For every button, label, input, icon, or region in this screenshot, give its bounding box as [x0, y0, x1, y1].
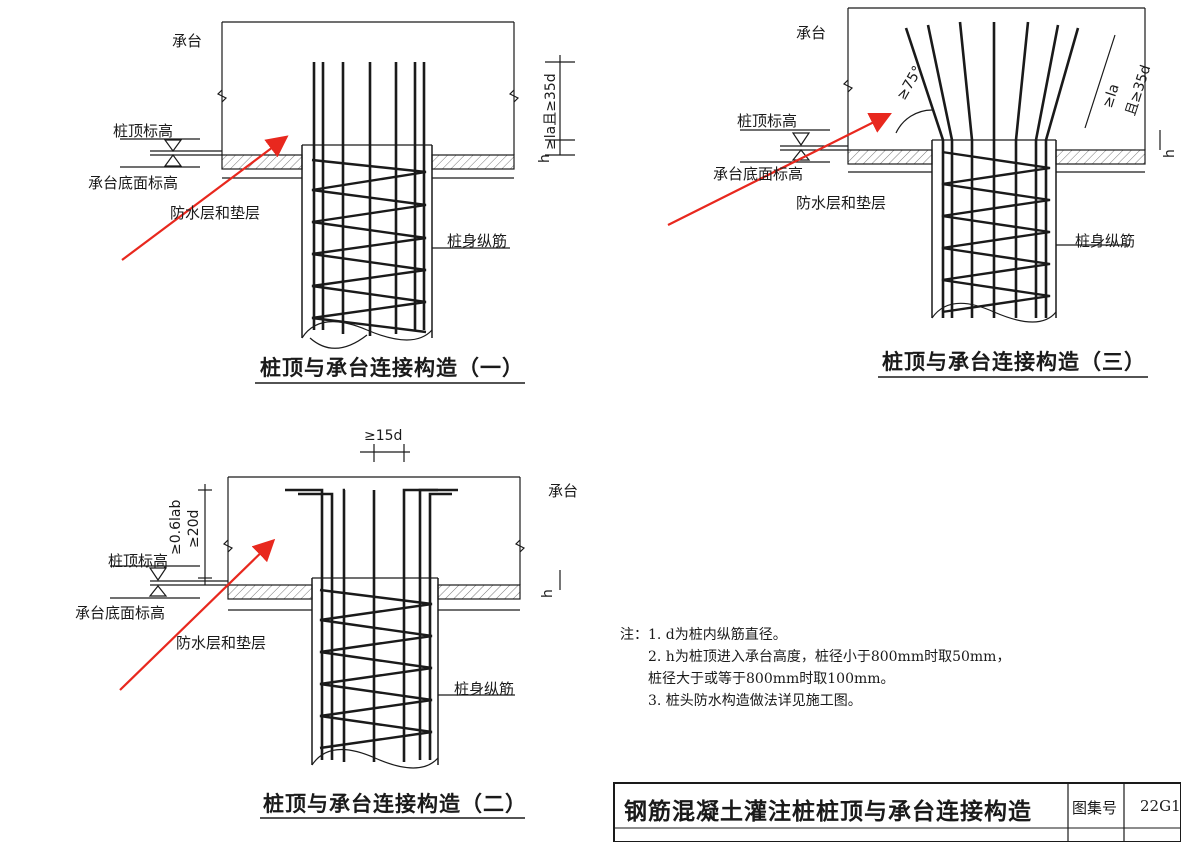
waterproof-label: 防水层和垫层 — [796, 194, 887, 212]
spiral-stirrup — [941, 150, 1051, 314]
pile-top-elevation-label: 桩顶标高 — [737, 112, 798, 130]
break-mark — [222, 539, 234, 553]
break-mark — [514, 539, 526, 553]
break-mark — [508, 89, 520, 103]
h-dimension: h — [537, 154, 553, 163]
longitudinal-bar-label: 桩身纵筋 — [1075, 232, 1136, 250]
drawing-title: 钢筋混凝土灌注桩桩顶与承台连接构造 — [624, 799, 1032, 825]
pile-top-elevation-label: 桩顶标高 — [108, 552, 169, 570]
spiral-stirrup — [319, 588, 433, 750]
notes-lead: 注： — [620, 627, 648, 643]
anchor-dimension-20d: ≥20d — [186, 509, 202, 548]
hook-dimension: ≥15d — [364, 428, 403, 444]
anchor-dimension-06lab: ≥0.6lab — [168, 499, 184, 555]
note-item: 2. h为桩顶进入承台高度，桩径小于800mm时取50mm， — [648, 649, 1011, 665]
notes-block: 注： 1. d为桩内纵筋直径。 2. h为桩顶进入承台高度，桩径小于800mm时… — [620, 624, 1010, 712]
cap-bottom-elevation-label: 承台底面标高 — [75, 604, 166, 622]
diagram-1-title: 桩顶与承台连接构造（一） — [260, 356, 524, 380]
elevation-triangle-icon — [791, 149, 811, 161]
pile-longitudinal-bars-flared — [904, 21, 1080, 318]
note-item: 1. d为桩内纵筋直径。 — [648, 627, 787, 643]
pile-top-elevation-label: 桩顶标高 — [113, 122, 174, 140]
atlas-number-label: 图集号 — [1072, 799, 1118, 817]
waterproof-label: 防水层和垫层 — [170, 204, 261, 222]
annotation-arrows — [119, 113, 892, 691]
pile-break-line-2 — [309, 334, 368, 349]
elevation-triangle-icon — [791, 132, 811, 147]
diagram-2 — [110, 444, 561, 819]
elevation-triangle-icon — [148, 567, 168, 582]
atlas-number: 22G1 — [1140, 797, 1181, 815]
break-mark — [216, 89, 228, 103]
h-dimension: h — [540, 589, 556, 598]
diagram-3 — [740, 7, 1161, 378]
diagram-3-title: 桩顶与承台连接构造（三） — [882, 350, 1146, 374]
title-block-frame — [613, 782, 1181, 842]
waterproof-layer-left — [221, 154, 303, 170]
note-item: 桩径大于或等于800mm时取100mm。 — [648, 671, 895, 687]
diagram-1 — [120, 21, 575, 384]
waterproof-layer-right — [431, 154, 515, 170]
spiral-stirrup — [311, 158, 427, 334]
cap-label: 承台 — [172, 32, 203, 50]
anchor-dimension: ≥la且≥35d — [543, 73, 559, 150]
break-mark — [842, 79, 854, 93]
waterproof-label: 防水层和垫层 — [176, 634, 267, 652]
angle-arc — [895, 109, 933, 134]
longitudinal-bar-label: 桩身纵筋 — [454, 680, 515, 698]
title-block-border — [613, 782, 1181, 842]
red-arrow-icon — [119, 538, 276, 691]
note-item: 3. 桩头防水构造做法详见施工图。 — [648, 693, 862, 709]
longitudinal-bar-label: 桩身纵筋 — [447, 232, 508, 250]
h-dimension: h — [1162, 149, 1178, 158]
pile-longitudinal-bars — [312, 62, 426, 336]
cap-bottom-elevation-label: 承台底面标高 — [88, 174, 179, 192]
pile-longitudinal-bars-hooked — [285, 488, 458, 762]
elevation-triangle-icon — [148, 585, 168, 597]
waterproof-layer-left — [227, 584, 313, 600]
elevation-triangle-icon — [163, 139, 183, 153]
waterproof-layer-left — [847, 149, 933, 165]
elevation-triangle-icon — [163, 153, 183, 167]
dim-line-anchor — [1084, 34, 1116, 129]
cap-label: 承台 — [548, 482, 579, 500]
red-arrow-icon — [121, 135, 289, 261]
diagram-2-title: 桩顶与承台连接构造（二） — [263, 792, 527, 816]
waterproof-layer-right — [437, 584, 521, 600]
waterproof-layer-right — [1055, 149, 1146, 165]
red-arrow-icon — [667, 113, 892, 226]
cap-label: 承台 — [796, 24, 827, 42]
cap-bottom-elevation-label: 承台底面标高 — [713, 165, 804, 183]
